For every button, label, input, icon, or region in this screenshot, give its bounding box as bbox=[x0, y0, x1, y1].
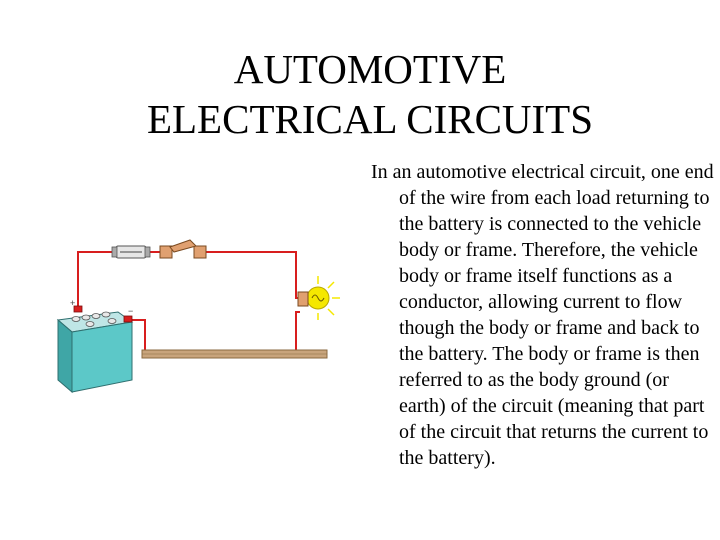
battery-positive-label: + bbox=[70, 298, 75, 308]
title-line-2: ELECTRICAL CIRCUITS bbox=[146, 96, 594, 142]
slide-title: AUTOMOTIVE ELECTRICAL CIRCUITS bbox=[60, 44, 680, 144]
vehicle-frame bbox=[141, 349, 328, 359]
lamp bbox=[297, 276, 340, 320]
wire-battery-to-frame bbox=[130, 319, 146, 355]
wire-lamp-to-frame bbox=[295, 311, 300, 350]
switch bbox=[159, 239, 207, 259]
title-line-1: AUTOMOTIVE bbox=[233, 46, 507, 92]
wires bbox=[77, 251, 300, 355]
battery-negative-label: − bbox=[128, 306, 133, 316]
circuit-diagram: + − bbox=[56, 239, 340, 394]
wire-battery-to-fuse bbox=[77, 251, 116, 308]
battery: + − bbox=[56, 298, 134, 394]
body-paragraph: In an automotive electrical circuit, one… bbox=[371, 161, 714, 469]
wire-switch-to-lamp bbox=[206, 251, 300, 299]
fuse bbox=[111, 245, 151, 259]
